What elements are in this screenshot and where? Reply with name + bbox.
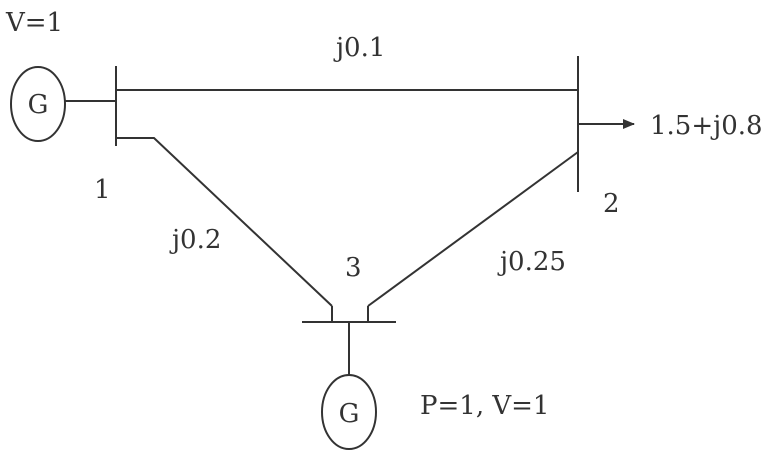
bus3-label: 3	[345, 253, 362, 283]
line-1-3	[116, 137, 333, 307]
line-2-3-impedance: j0.25	[497, 247, 566, 277]
gen1-symbol: G	[28, 90, 49, 120]
gen1-voltage-label: V=1	[5, 8, 63, 38]
gen3-circle	[321, 374, 377, 450]
gen3-spec-label: P=1, V=1	[420, 391, 549, 421]
gen1-circle	[10, 66, 66, 142]
line-1-3-impedance: j0.2	[169, 225, 221, 255]
line-1-2-impedance: j0.1	[333, 33, 385, 63]
gen3-symbol: G	[339, 399, 360, 429]
bus1-label: 1	[94, 175, 111, 205]
line-2-3	[367, 151, 579, 307]
bus2-label: 2	[603, 189, 620, 219]
load-label: 1.5+j0.8	[650, 111, 763, 141]
